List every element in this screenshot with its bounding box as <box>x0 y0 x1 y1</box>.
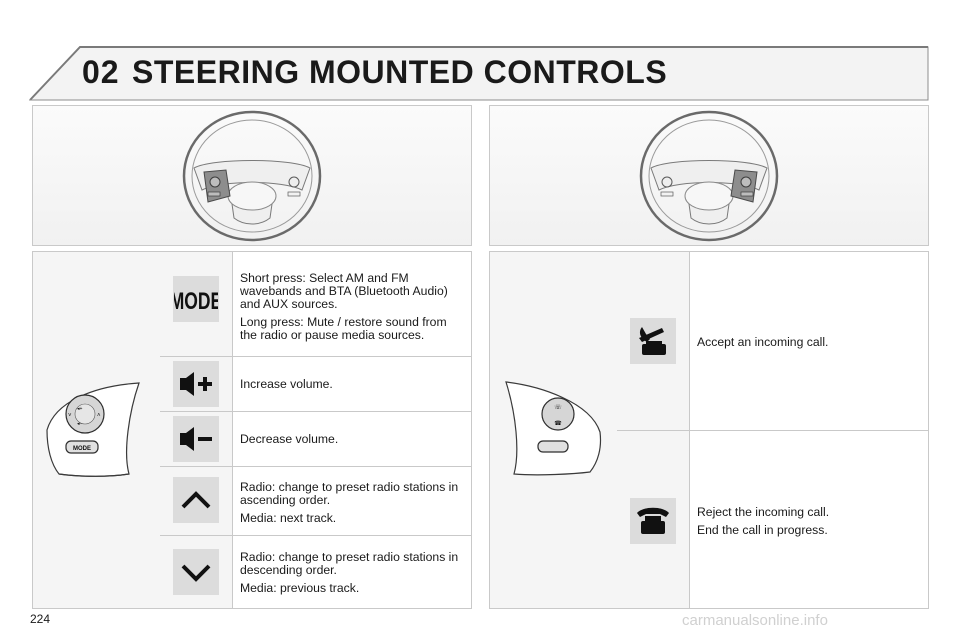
svg-text:☎: ☎ <box>554 420 562 427</box>
left-control-cluster-image: ◂+ ◂− ˅ ˄ MODE <box>46 382 140 477</box>
preset-ascending-text: Radio: change to preset radio stations i… <box>240 480 459 507</box>
row-divider <box>160 466 471 467</box>
steering-wheel-left-panel <box>32 105 472 246</box>
audio-controls-diagram: ◂+ ◂− ˅ ˄ MODE <box>33 252 161 608</box>
preset-descending-text: Radio: change to preset radio stations i… <box>240 550 459 577</box>
phone-hangup-icon <box>630 498 676 544</box>
chapter-number: 02 <box>82 54 120 90</box>
volume-up-icon <box>173 361 219 407</box>
svg-text:☏: ☏ <box>554 404 562 411</box>
mode-short-press-text: Short press: Select AM and FM wavebands … <box>240 271 448 311</box>
svg-text:◂+: ◂+ <box>77 406 83 412</box>
header-frame <box>28 46 929 101</box>
accept-call-description: Accept an incoming call. <box>697 336 922 354</box>
page-header: 02 STEERING MOUNTED CONTROLS <box>0 0 960 110</box>
chapter-title: STEERING MOUNTED CONTROLS <box>132 54 668 90</box>
svg-text:˄: ˄ <box>97 413 101 419</box>
volume-up-text: Increase volume. <box>240 377 333 391</box>
mode-icon: MODE <box>173 276 219 322</box>
reject-call-text: Reject the incoming call. <box>697 505 830 519</box>
phone-pickup-icon <box>630 318 676 364</box>
volume-down-text: Decrease volume. <box>240 432 339 446</box>
previous-track-description: Radio: change to preset radio stations i… <box>240 551 465 600</box>
mode-icon-text: MODE <box>174 288 218 314</box>
svg-text:˅: ˅ <box>68 413 72 419</box>
row-divider <box>617 430 928 431</box>
previous-track-text: Media: previous track. <box>240 581 360 595</box>
reject-call-description: Reject the incoming call. End the call i… <box>697 506 922 542</box>
accept-call-text: Accept an incoming call. <box>697 335 829 349</box>
next-track-description: Radio: change to preset radio stations i… <box>240 481 465 530</box>
right-control-cluster-image: ☏ ☎ <box>505 381 602 476</box>
row-divider <box>160 411 471 412</box>
chevron-down-icon <box>173 549 219 595</box>
steering-wheel-left-image <box>182 110 322 242</box>
audio-controls-table: ◂+ ◂− ˅ ˄ MODE MODE Short press: Select … <box>32 251 472 609</box>
volume-down-icon <box>173 416 219 462</box>
telephone-controls-diagram: ☏ ☎ <box>490 252 618 608</box>
volume-up-description: Increase volume. <box>240 378 465 396</box>
mode-long-press-text: Long press: Mute / restore sound from th… <box>240 315 447 342</box>
steering-wheel-right-image <box>639 110 779 242</box>
next-track-text: Media: next track. <box>240 511 337 525</box>
steering-wheel-right-panel <box>489 105 929 246</box>
page-number: 224 <box>30 612 51 626</box>
chevron-up-icon <box>173 477 219 523</box>
mode-description: Short press: Select AM and FM wavebands … <box>240 272 465 347</box>
svg-text:◂−: ◂− <box>77 421 83 427</box>
telephone-controls-table: ☏ ☎ Accept an incoming call. Reject the … <box>489 251 929 609</box>
volume-down-description: Decrease volume. <box>240 433 465 451</box>
end-call-text: End the call in progress. <box>697 523 828 537</box>
row-divider <box>160 535 471 536</box>
row-divider <box>160 356 471 357</box>
watermark: carmanualsonline.info <box>682 612 828 629</box>
diagram-mode-label: MODE <box>73 446 91 452</box>
